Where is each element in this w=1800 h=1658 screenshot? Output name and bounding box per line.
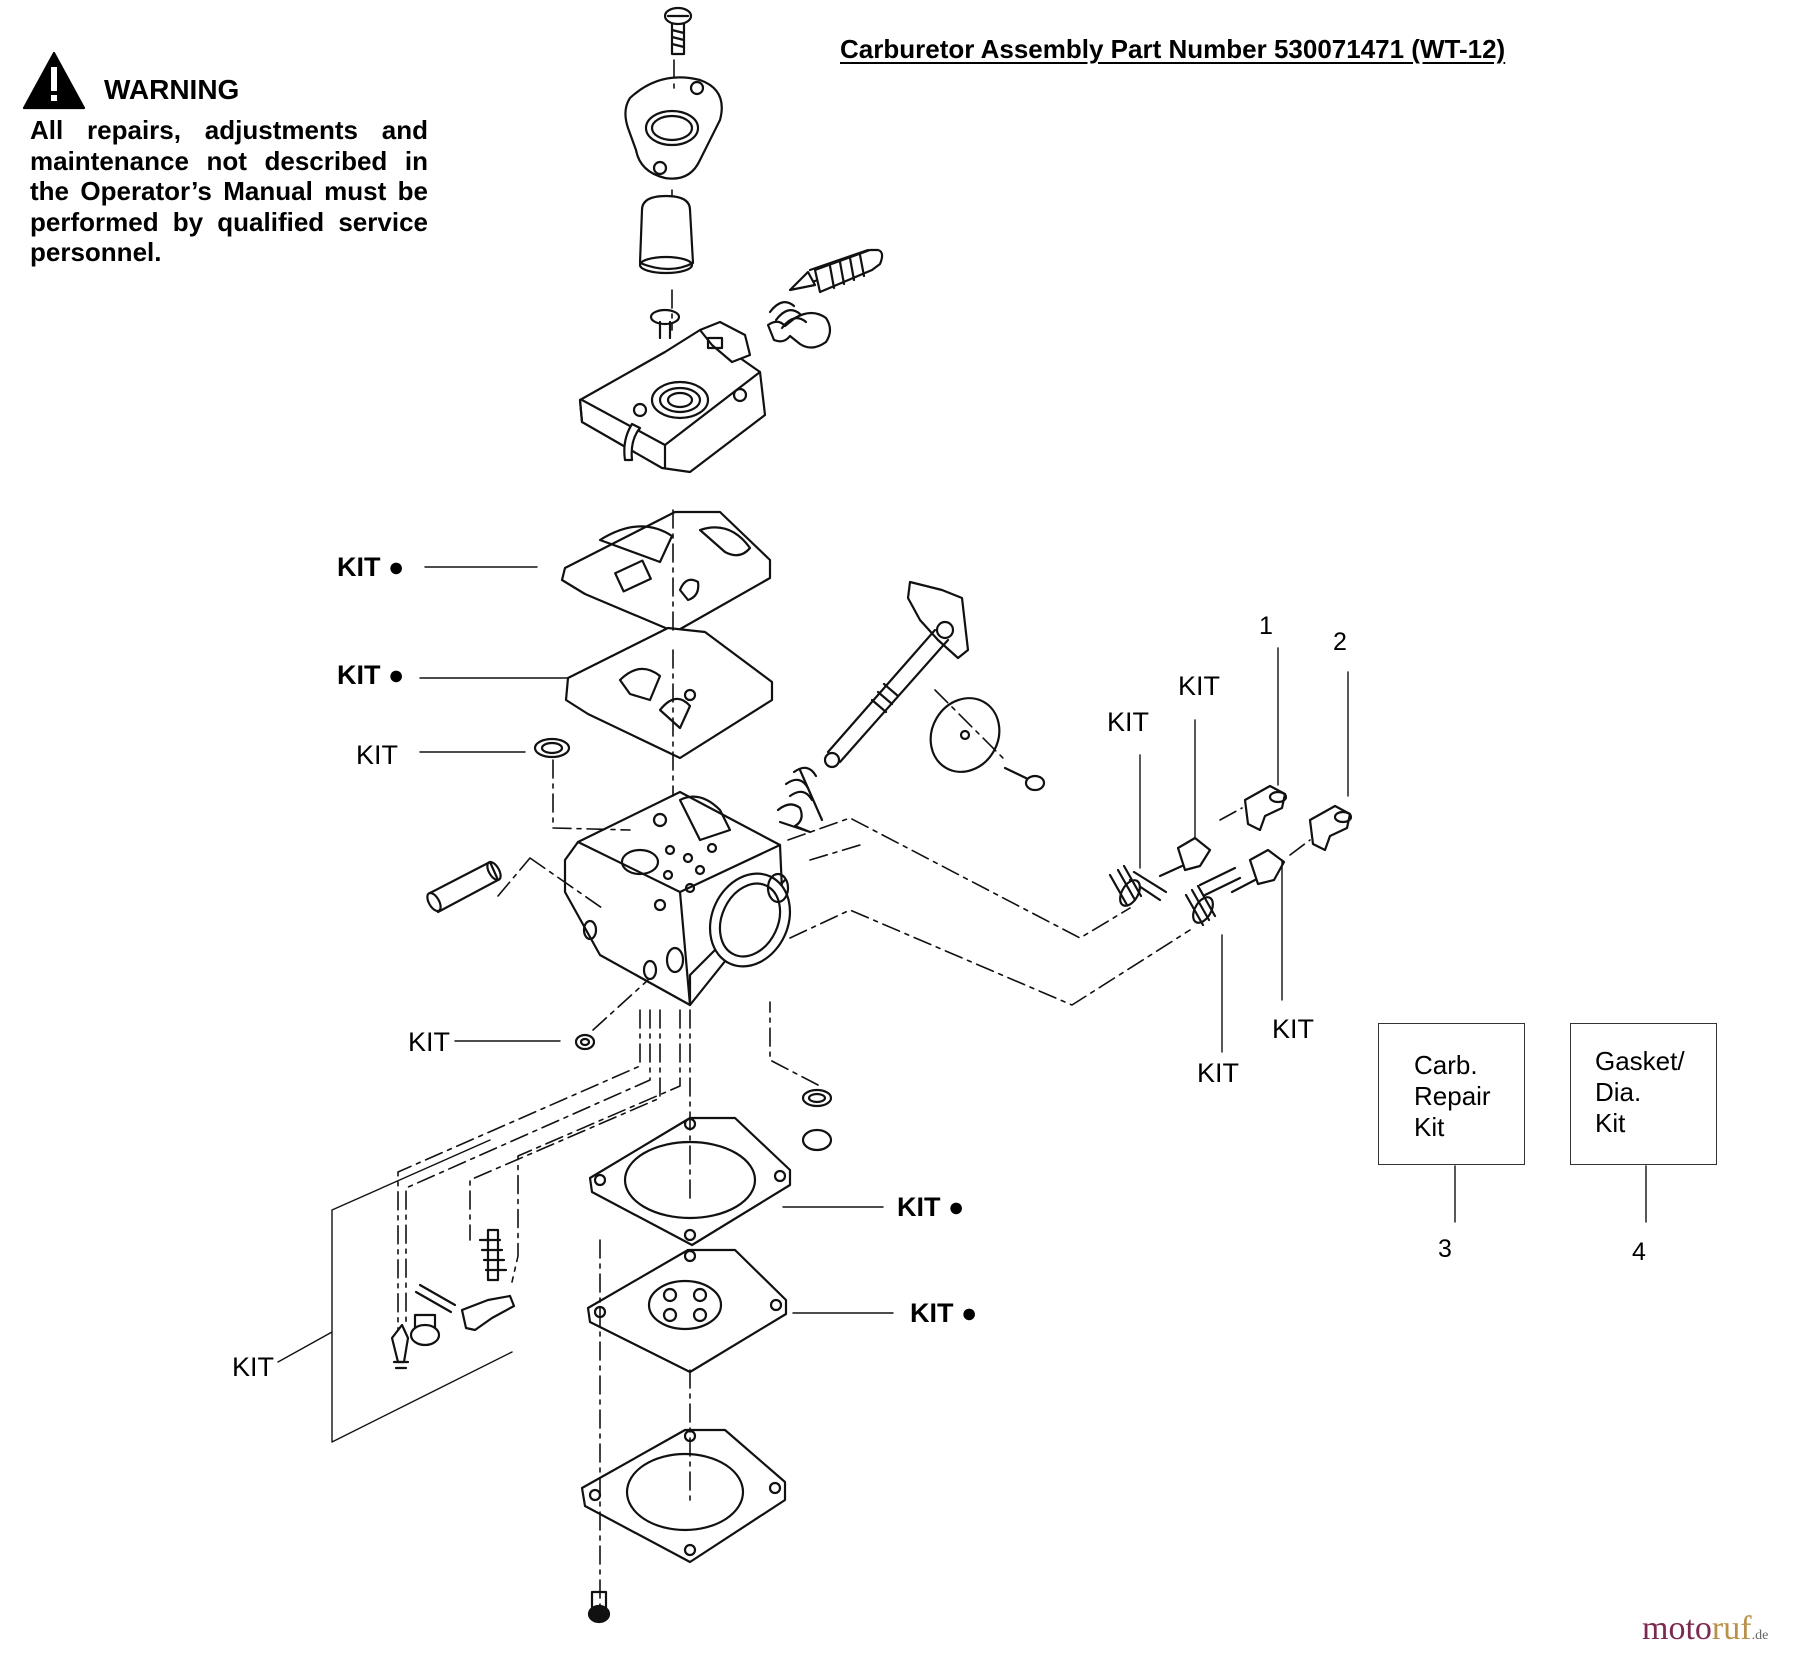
kit-label-inlet-needle: KIT: [232, 1352, 275, 1382]
leader-lines: [277, 566, 1647, 1443]
plug-part: [574, 1033, 596, 1051]
needle-2-part: [1184, 848, 1286, 927]
pin-part: [426, 860, 502, 914]
kit-box-line: Carb.: [1414, 1050, 1478, 1080]
kit-box-line: Gasket/: [1595, 1046, 1685, 1076]
bottom-screw-part: [587, 1590, 611, 1624]
right-screen-part: [801, 1088, 833, 1152]
needle-1-part: [1108, 836, 1212, 907]
callout-number-2: 2: [1333, 628, 1347, 656]
kit-label-diaphragm-gasket: KIT ●: [897, 1192, 965, 1222]
warning-triangle-icon: [22, 51, 86, 110]
kit-label-plug: KIT: [408, 1027, 451, 1057]
gasket-1-part: [560, 510, 772, 634]
gasket-dia-kit-box: Gasket/ Dia. Kit: [1570, 1023, 1717, 1165]
bottom-cover-part: [580, 1428, 787, 1564]
kit-box-line: Repair: [1414, 1081, 1491, 1111]
limiter-cap-1-part: [1243, 784, 1288, 832]
gasket-2-part: [564, 626, 774, 760]
callout-number-3: 3: [1438, 1235, 1452, 1263]
assembly-lines: [397, 59, 1311, 1611]
throttle-spring-part: [776, 766, 824, 834]
callout-number-1: 1: [1259, 612, 1273, 640]
kit-label-diaphragm: KIT ●: [910, 1298, 978, 1328]
watermark-tld: .de: [1751, 1628, 1769, 1643]
kit-label-gasket-1: KIT ●: [337, 552, 405, 582]
callout-number-4: 4: [1632, 1238, 1646, 1266]
diaphragm-part: [586, 1248, 788, 1374]
watermark-logo: motoruf.de: [1642, 1610, 1768, 1648]
pump-cover-part: [578, 308, 767, 474]
filter-cup-part: [638, 194, 695, 275]
top-screw-part: [663, 6, 693, 56]
watermark-ruf: ruf: [1711, 1610, 1752, 1647]
throttle-shaft-part: [823, 580, 1046, 792]
kit-box-line: Kit: [1595, 1108, 1626, 1138]
diagram-title: Carburetor Assembly Part Number 53007147…: [840, 34, 1506, 64]
kit-label-spring-1: KIT: [1107, 707, 1150, 737]
carb-repair-kit-box: Carb. Repair Kit: [1378, 1023, 1525, 1165]
kit-label-spring-2: KIT: [1197, 1058, 1240, 1088]
kit-label-screen: KIT: [356, 740, 399, 770]
idle-screw-part: [766, 248, 884, 349]
kit-label-gasket-2: KIT ●: [337, 660, 405, 690]
screen-part: [533, 737, 571, 759]
kit-box-line: Dia.: [1595, 1077, 1642, 1107]
warning-text: All repairs, adjustments and maintenance…: [30, 115, 428, 267]
inlet-needle-part: [390, 1228, 516, 1370]
limiter-cap-2-part: [1308, 804, 1353, 852]
kit-label-needle-2: KIT: [1272, 1014, 1315, 1044]
watermark-moto: moto: [1642, 1610, 1712, 1647]
carburetor-body-part: [563, 790, 792, 1007]
intake-plate-part: [624, 76, 723, 180]
kit-label-needle-1: KIT: [1178, 671, 1221, 701]
kit-box-line: Kit: [1414, 1112, 1445, 1142]
warning-heading: WARNING: [104, 74, 240, 105]
